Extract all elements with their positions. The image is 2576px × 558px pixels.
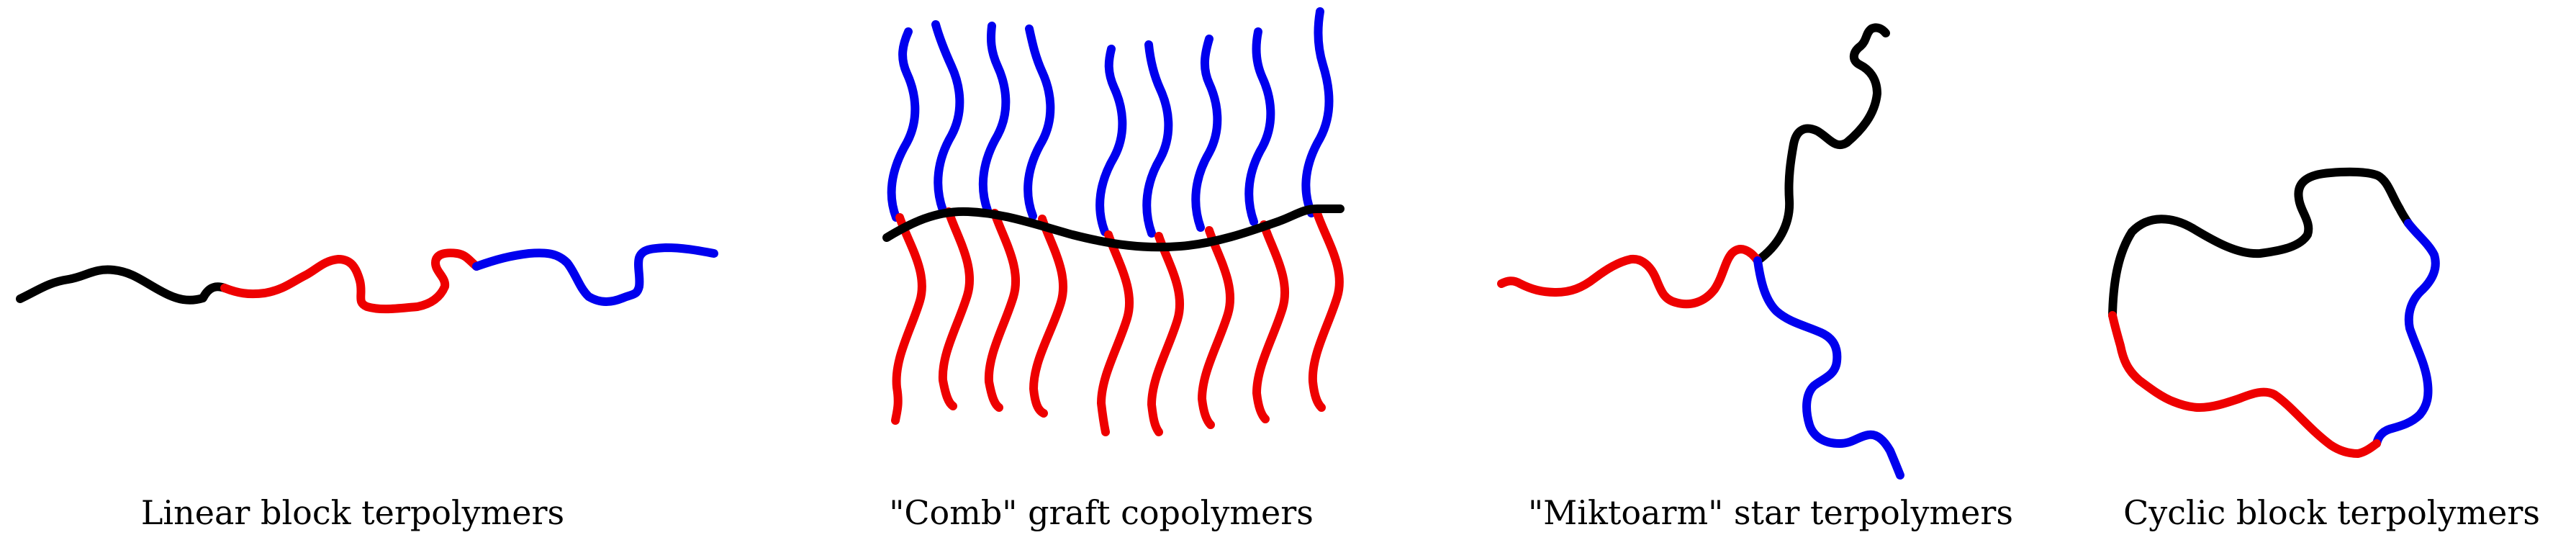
miktoarm-blue-arm	[1753, 256, 1904, 480]
comb-blue-graft	[931, 20, 964, 215]
cyclic-red-block	[2108, 311, 2381, 458]
comb-blue-graft	[1191, 35, 1222, 232]
comb-blue-graft	[1095, 45, 1127, 236]
miktoarm-red-arm	[1497, 245, 1762, 309]
linear-red-block	[220, 248, 481, 314]
linear-block-terpolymer	[16, 243, 718, 314]
caption-miktoarm-star-terpolymers: "Miktoarm" star terpolymers	[1528, 493, 2013, 532]
caption-linear-block-terpolymers: Linear block terpolymers	[140, 493, 565, 532]
comb-blue-grafts	[887, 7, 1334, 238]
comb-red-graft	[984, 209, 1021, 412]
comb-red-graft	[1029, 215, 1068, 418]
cyclic-black-block	[2108, 167, 2413, 320]
comb-blue-graft	[1244, 27, 1275, 226]
comb-red-graft	[1147, 232, 1185, 436]
comb-red-graft	[1097, 230, 1134, 436]
miktoarm-black-arm	[1753, 23, 1890, 265]
caption-cyclic-block-terpolymers: Cyclic block terpolymers	[2123, 493, 2540, 532]
comb-blue-graft	[978, 22, 1011, 215]
comb-red-graft	[1308, 209, 1344, 412]
cyclic-block-terpolymer	[2108, 167, 2440, 458]
comb-blue-graft	[1023, 24, 1055, 220]
comb-black-backbone	[882, 204, 1345, 252]
comb-blue-graft	[887, 27, 920, 222]
comb-blue-graft	[1142, 40, 1173, 238]
comb-red-graft	[891, 213, 926, 425]
comb-red-graft	[1252, 220, 1290, 423]
linear-black-block	[16, 265, 229, 305]
comb-graft-copolymer	[882, 7, 1345, 436]
comb-red-graft	[1198, 226, 1235, 429]
miktoarm-star-terpolymer	[1497, 23, 1904, 480]
cyclic-blue-block	[2372, 219, 2440, 448]
comb-red-grafts	[891, 207, 1344, 436]
caption-comb-graft-copolymers: "Comb" graft copolymers	[889, 493, 1314, 532]
comb-red-graft	[938, 207, 975, 410]
linear-blue-block	[472, 243, 718, 306]
comb-blue-graft	[1301, 7, 1334, 217]
